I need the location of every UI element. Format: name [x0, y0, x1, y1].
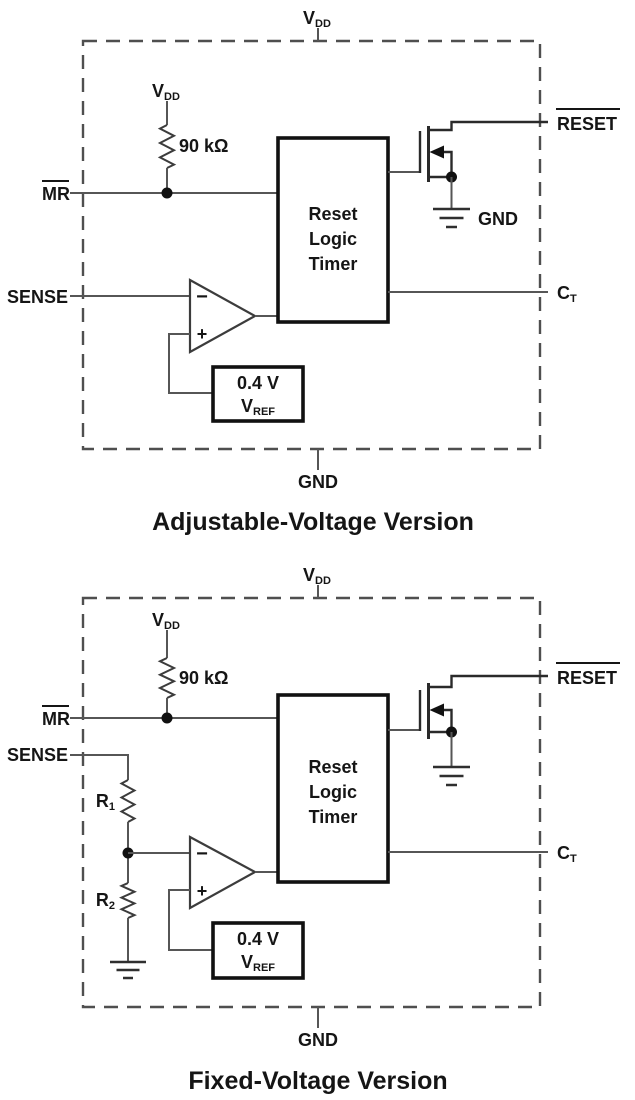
opamp-minus-input: −	[196, 286, 208, 308]
gnd-pin-label: GND	[298, 1030, 338, 1050]
mr-pin-label: MR	[42, 709, 70, 729]
reset-pin: RESET	[556, 108, 620, 134]
drain-to-reset-wire	[428, 674, 548, 689]
pullup-resistor: VDD 90 kΩ	[152, 81, 228, 199]
pullup-rail-label: VDD	[152, 81, 180, 103]
feedback-divider: R1 R2	[96, 779, 190, 980]
ic-boundary	[81, 596, 542, 1009]
ground-symbol	[433, 207, 470, 229]
vref-name: VREF	[241, 396, 275, 418]
sense-wire	[70, 754, 129, 780]
reset-pin-label: RESET	[557, 114, 617, 134]
r1-zigzag	[119, 779, 137, 823]
vdd-pin: VDD	[303, 8, 331, 41]
block-label-line2: Logic	[309, 229, 357, 249]
ground-symbol	[110, 960, 146, 980]
fixed-voltage-diagram: VDD GND MR VDD 90 kΩ SENSE	[7, 565, 620, 1095]
sense-pin-label: SENSE	[7, 745, 68, 765]
reset-pin-label: RESET	[557, 668, 617, 688]
ct-pin: CT	[388, 843, 577, 865]
reset-logic-box	[276, 693, 390, 884]
pullup-value-label: 90 kΩ	[179, 668, 228, 688]
fet-gnd-label: GND	[478, 209, 518, 229]
block-label-line2: Logic	[309, 782, 357, 802]
vref-value: 0.4 V	[237, 929, 279, 949]
junction-dot	[161, 187, 173, 199]
r2-zigzag	[119, 882, 137, 919]
diagram-caption: Fixed-Voltage Version	[188, 1067, 447, 1095]
comparator-opamp: − +	[168, 278, 278, 394]
sense-pin-label: SENSE	[7, 287, 68, 307]
opamp-plus-input: +	[197, 881, 208, 901]
output-mosfet: GND	[388, 120, 548, 229]
sense-pin: SENSE	[7, 745, 129, 780]
drain-to-reset-wire	[428, 120, 548, 132]
diagram-caption: Adjustable-Voltage Version	[152, 508, 474, 536]
block-label-line1: Reset	[308, 204, 357, 224]
ground-symbol	[433, 765, 470, 787]
vref-feed-wire	[168, 333, 213, 394]
comparator-opamp: − +	[168, 835, 278, 951]
vdd-pin-label: VDD	[303, 8, 331, 30]
block-label-line3: Timer	[309, 807, 358, 827]
mr-pin-label: MR	[42, 184, 70, 204]
junction-dot	[161, 712, 173, 724]
vref-box	[211, 921, 305, 980]
block-label-line1: Reset	[308, 757, 357, 777]
pullup-value-label: 90 kΩ	[179, 136, 228, 156]
vref-box	[211, 365, 305, 423]
body-wire	[444, 708, 453, 732]
body-arrow-icon	[429, 145, 444, 159]
adjustable-voltage-diagram: VDD GND MR VDD 90 kΩ SENSE	[7, 8, 620, 536]
mr-pin: MR	[42, 180, 278, 204]
vdd-pin: VDD	[303, 565, 331, 598]
gnd-pin: GND	[298, 1007, 338, 1050]
gnd-pin: GND	[298, 449, 338, 492]
vref-feed-wire	[168, 889, 213, 951]
vdd-pin-label: VDD	[303, 565, 331, 587]
reset-logic-timer-block: Reset Logic Timer	[276, 693, 390, 884]
ic-boundary	[81, 39, 542, 451]
ct-pin-label: CT	[557, 843, 577, 865]
reset-logic-box	[276, 136, 390, 324]
vref-block: 0.4 V VREF	[211, 365, 305, 423]
pullup-resistor: VDD 90 kΩ	[152, 610, 228, 724]
block-label-line3: Timer	[309, 254, 358, 274]
r2-label: R2	[96, 890, 115, 912]
r1-label: R1	[96, 791, 115, 813]
body-arrow-icon	[429, 703, 444, 717]
reset-logic-timer-block: Reset Logic Timer	[276, 136, 390, 324]
opamp-triangle	[188, 278, 258, 354]
opamp-plus-input: +	[197, 324, 208, 344]
opamp-minus-input: −	[196, 843, 208, 865]
ct-pin-label: CT	[557, 283, 577, 305]
sense-pin: SENSE	[7, 287, 190, 307]
vref-value: 0.4 V	[237, 373, 279, 393]
body-wire	[444, 150, 453, 177]
reset-pin: RESET	[556, 662, 620, 688]
pullup-rail-label: VDD	[152, 610, 180, 632]
mr-pin: MR	[42, 705, 278, 729]
opamp-triangle	[188, 835, 258, 910]
vref-name: VREF	[241, 952, 275, 974]
output-mosfet	[388, 674, 548, 787]
gnd-pin-label: GND	[298, 472, 338, 492]
vref-block: 0.4 V VREF	[211, 921, 305, 980]
resistor-zigzag	[157, 124, 177, 169]
resistor-zigzag	[157, 657, 177, 699]
ct-pin: CT	[388, 283, 577, 305]
